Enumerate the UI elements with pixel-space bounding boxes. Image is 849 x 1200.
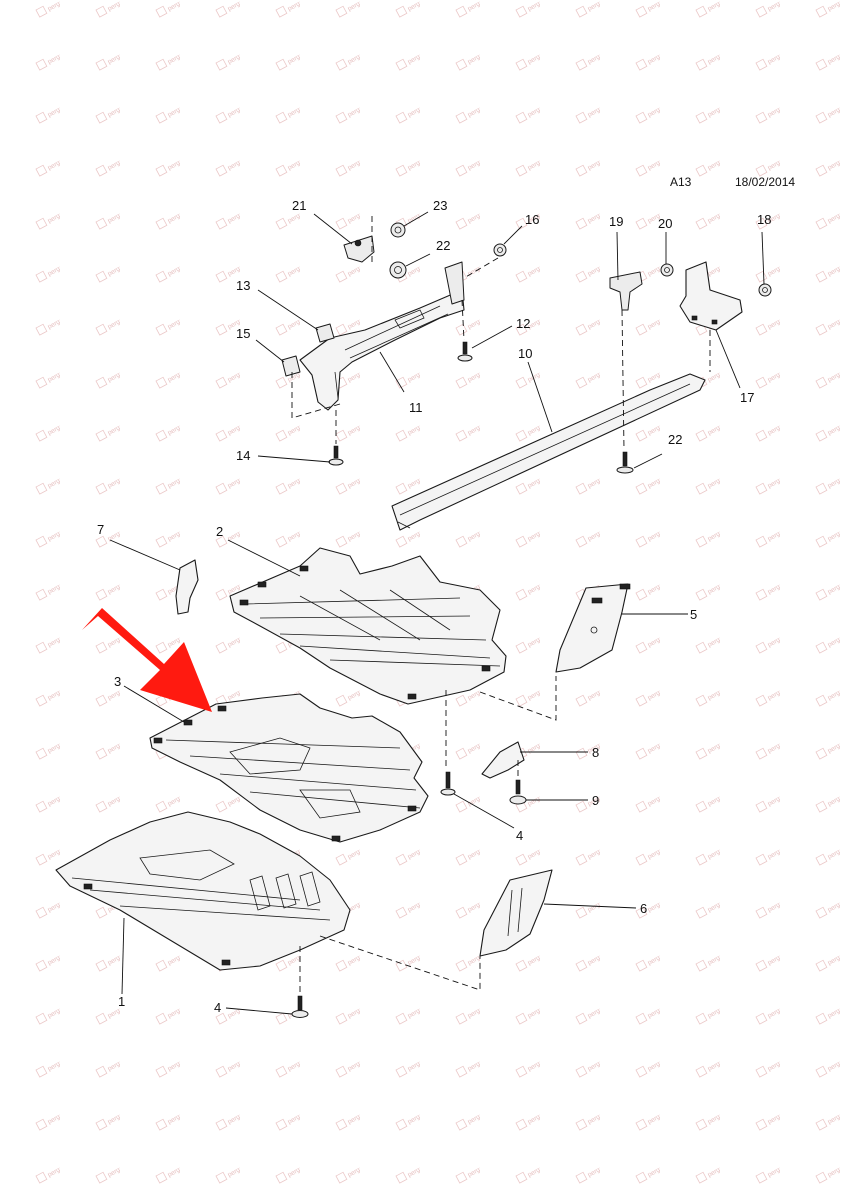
part-1-cover[interactable] [55,811,351,971]
callout-18[interactable]: 18 [757,212,771,227]
part-7-bracket[interactable] [175,559,199,615]
callout-21[interactable]: 21 [292,198,306,213]
callout-1[interactable]: 1 [118,994,125,1009]
diagram-code: A13 [670,175,692,189]
part-21-clip[interactable] [343,235,375,263]
part-13-clip[interactable] [315,323,335,343]
part-11-bracket[interactable] [299,261,465,411]
part-10-rail[interactable] [391,373,706,531]
part-22-bolt-lower[interactable] [616,451,634,474]
part-18-nut[interactable] [758,283,772,297]
highlight-arrow [82,608,212,712]
part-2-cover[interactable] [229,547,507,705]
callout-13[interactable]: 13 [236,278,250,293]
part-3-cover[interactable] [149,693,429,843]
part-20-nut[interactable] [660,263,674,277]
part-14-bolt[interactable] [328,445,344,466]
callout-10[interactable]: 10 [518,346,532,361]
part-9-bolt[interactable] [509,779,527,805]
part-17-bracket[interactable] [679,261,743,331]
part-16-nut[interactable] [493,243,507,257]
part-4-bolt-lower[interactable] [291,995,309,1018]
callout-4-lower[interactable]: 4 [214,1000,221,1015]
callout-17[interactable]: 17 [740,390,754,405]
diagram-date: 18/02/2014 [735,175,795,189]
callout-12[interactable]: 12 [516,316,530,331]
part-19-bracket[interactable] [609,271,643,311]
part-23-nut[interactable] [390,222,406,238]
callout-4-upper[interactable]: 4 [516,828,523,843]
callout-20[interactable]: 20 [658,216,672,231]
callout-8[interactable]: 8 [592,745,599,760]
callout-16[interactable]: 16 [525,212,539,227]
part-5-bracket[interactable] [555,583,631,673]
part-15-clip[interactable] [281,355,301,377]
callout-22-upper[interactable]: 22 [436,238,450,253]
callout-23[interactable]: 23 [433,198,447,213]
part-8-bracket[interactable] [481,741,525,779]
leader-lines [109,211,765,1015]
callout-9[interactable]: 9 [592,793,599,808]
part-12-bolt[interactable] [457,341,473,362]
callout-14[interactable]: 14 [236,448,250,463]
callout-7[interactable]: 7 [97,522,104,537]
callout-22-lower[interactable]: 22 [668,432,682,447]
callout-2[interactable]: 2 [216,524,223,539]
callout-6[interactable]: 6 [640,901,647,916]
part-4-bolt-upper[interactable] [440,771,456,796]
part-6-bracket[interactable] [479,869,553,957]
assembly-lines [291,216,711,994]
callout-5[interactable]: 5 [690,607,697,622]
callout-11[interactable]: 11 [409,400,423,415]
callout-15[interactable]: 15 [236,326,250,341]
part-22-nut-upper[interactable] [389,261,407,279]
callout-19[interactable]: 19 [609,214,623,229]
callout-3[interactable]: 3 [114,674,121,689]
